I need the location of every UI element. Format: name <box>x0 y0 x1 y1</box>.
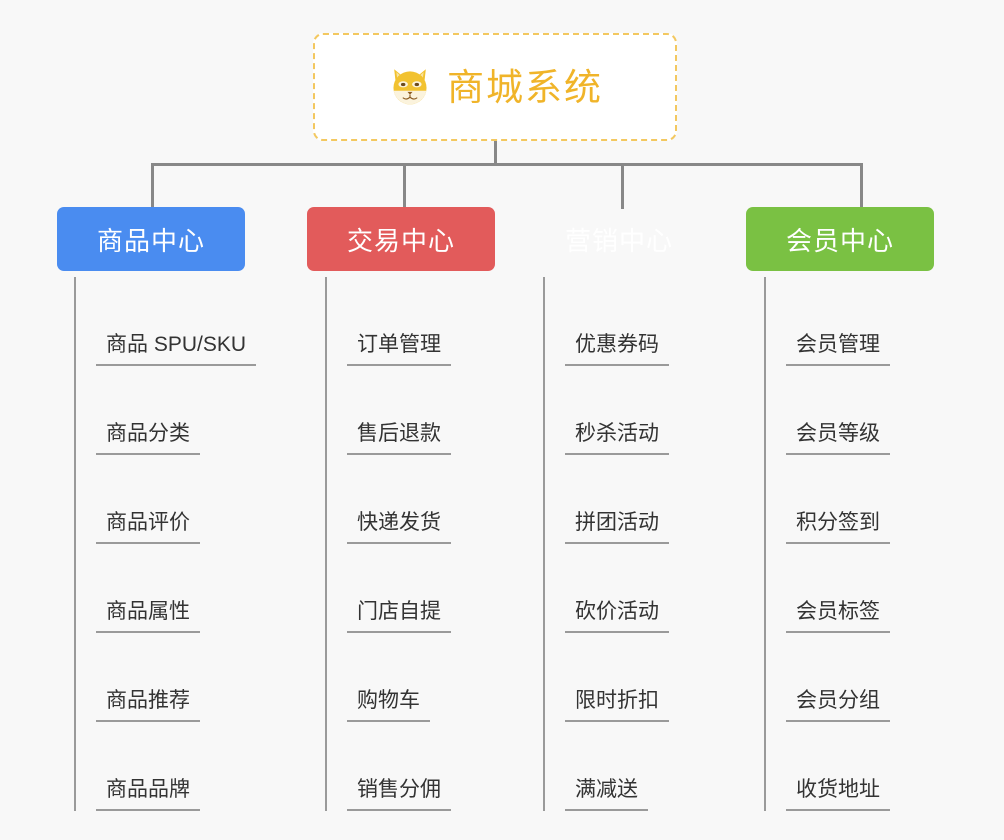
leaf-item-label: 收货地址 <box>786 777 890 811</box>
leaf-column-3: 优惠券码 秒杀活动 拼团活动 砍价活动 限时折扣 满减送 <box>543 277 669 811</box>
leaf-item-label: 购物车 <box>347 688 430 722</box>
leaf-spine-1 <box>74 277 76 811</box>
connector-drop-3 <box>621 163 624 209</box>
leaf-item[interactable]: 商品评价 <box>74 455 256 544</box>
connector-drop-2 <box>403 163 406 209</box>
leaf-item-label: 秒杀活动 <box>565 421 669 455</box>
connector-root-trunk <box>494 141 497 165</box>
leaf-item[interactable]: 会员标签 <box>764 544 890 633</box>
leaf-spine-2 <box>325 277 327 811</box>
leaf-item-label: 销售分佣 <box>347 777 451 811</box>
category-header-4[interactable]: 会员中心 <box>746 207 934 271</box>
category-header-3[interactable]: 营销中心 <box>525 207 713 271</box>
leaf-item[interactable]: 优惠券码 <box>543 277 669 366</box>
leaf-item-label: 会员管理 <box>786 332 890 366</box>
leaf-item[interactable]: 快递发货 <box>325 455 451 544</box>
leaf-item[interactable]: 秒杀活动 <box>543 366 669 455</box>
leaf-item-label: 订单管理 <box>347 332 451 366</box>
leaf-column-1: 商品 SPU/SKU 商品分类 商品评价 商品属性 商品推荐 商品品牌 <box>74 277 257 811</box>
category-header-2[interactable]: 交易中心 <box>307 207 495 271</box>
leaf-item[interactable]: 商品属性 <box>74 544 256 633</box>
leaf-column-4: 会员管理 会员等级 积分签到 会员标签 会员分组 收货地址 <box>764 277 890 811</box>
leaf-item-label: 拼团活动 <box>565 510 669 544</box>
category-header-1[interactable]: 商品中心 <box>57 207 245 271</box>
leaf-item[interactable]: 会员管理 <box>764 277 890 366</box>
leaf-item[interactable]: 收货地址 <box>764 722 890 811</box>
leaf-item-label: 商品评价 <box>96 510 200 544</box>
leaf-item[interactable]: 门店自提 <box>325 544 451 633</box>
root-title: 商城系统 <box>447 66 603 108</box>
leaf-item-label: 门店自提 <box>347 599 451 633</box>
leaf-item[interactable]: 订单管理 <box>325 277 451 366</box>
shiba-dog-icon <box>387 62 433 113</box>
leaf-item-label: 优惠券码 <box>565 332 669 366</box>
category-header-3-label: 营销中心 <box>564 225 673 256</box>
leaf-item-label: 快递发货 <box>347 510 451 544</box>
leaf-item-label: 积分签到 <box>786 510 890 544</box>
leaf-item[interactable]: 购物车 <box>325 633 451 722</box>
connector-drop-4 <box>860 163 863 209</box>
root-node[interactable]: 商城系统 <box>313 33 677 141</box>
category-header-1-label: 商品中心 <box>96 225 205 256</box>
leaf-item[interactable]: 积分签到 <box>764 455 890 544</box>
leaf-spine-3 <box>543 277 545 811</box>
connector-horizontal-bus <box>151 163 863 166</box>
leaf-item-label: 满减送 <box>565 777 648 811</box>
leaf-item-label: 会员等级 <box>786 421 890 455</box>
leaf-item[interactable]: 砍价活动 <box>543 544 669 633</box>
leaf-item[interactable]: 会员分组 <box>764 633 890 722</box>
leaf-item-label: 商品属性 <box>96 599 200 633</box>
leaf-item[interactable]: 商品分类 <box>74 366 256 455</box>
leaf-item-label: 会员分组 <box>786 688 890 722</box>
leaf-item-label: 商品分类 <box>96 421 200 455</box>
leaf-item[interactable]: 限时折扣 <box>543 633 669 722</box>
leaf-column-2: 订单管理 售后退款 快递发货 门店自提 购物车 销售分佣 <box>325 277 451 811</box>
leaf-item[interactable]: 售后退款 <box>325 366 451 455</box>
leaf-item[interactable]: 商品品牌 <box>74 722 256 811</box>
connector-drop-1 <box>151 163 154 209</box>
leaf-item-label: 会员标签 <box>786 599 890 633</box>
leaf-item[interactable]: 商品 SPU/SKU <box>74 277 257 366</box>
leaf-item[interactable]: 销售分佣 <box>325 722 451 811</box>
leaf-item-label: 商品品牌 <box>96 777 200 811</box>
leaf-item[interactable]: 满减送 <box>543 722 669 811</box>
leaf-item[interactable]: 商品推荐 <box>74 633 256 722</box>
leaf-item[interactable]: 拼团活动 <box>543 455 669 544</box>
leaf-item-label: 砍价活动 <box>565 599 669 633</box>
leaf-item[interactable]: 会员等级 <box>764 366 890 455</box>
leaf-item-label: 商品 SPU/SKU <box>96 332 257 366</box>
category-header-4-label: 会员中心 <box>785 225 894 256</box>
leaf-item-label: 商品推荐 <box>96 688 200 722</box>
leaf-item-label: 限时折扣 <box>565 688 669 722</box>
leaf-spine-4 <box>764 277 766 811</box>
category-header-2-label: 交易中心 <box>346 225 455 256</box>
leaf-item-label: 售后退款 <box>347 421 451 455</box>
